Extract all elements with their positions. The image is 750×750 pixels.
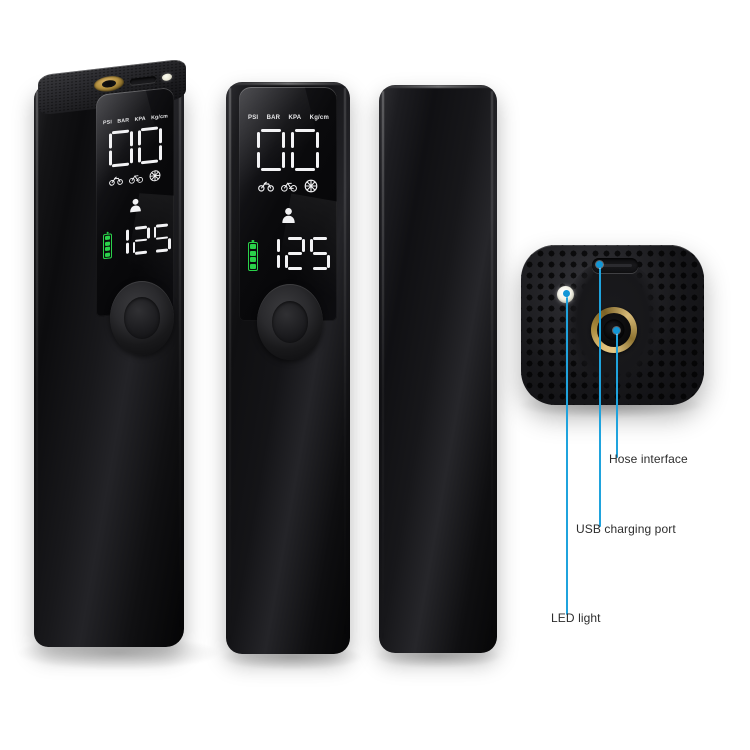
body-highlight-right-front <box>344 88 346 648</box>
unit-label-psi-front: PSI <box>248 115 259 121</box>
leader-line-hose-port <box>616 330 618 458</box>
battery-indicator-front <box>248 242 258 271</box>
seven-segment-digit <box>285 237 305 270</box>
top-edge-highlight-front <box>226 82 350 85</box>
basketball-icon <box>149 169 161 182</box>
unit-label-row-angled: PSI BAR KPA Kg/cm <box>103 113 168 126</box>
leader-dot-hose-port <box>613 327 620 334</box>
unit-label-bar-front: BAR <box>266 115 281 121</box>
seven-segment-digit <box>310 237 330 270</box>
view-angled: PSI BAR KPA Kg/cm <box>34 58 186 647</box>
unit-label-kpa-front: KPA <box>288 115 302 121</box>
unit-label-kpa: KPA <box>134 115 146 123</box>
seven-segment-digit <box>291 129 319 171</box>
callout-led-light: LED light <box>551 611 601 625</box>
body-highlight-right-back <box>491 91 493 647</box>
bicycle-icon <box>129 172 143 184</box>
pressure-reading-front <box>239 129 337 171</box>
motorcycle-icon <box>109 174 123 186</box>
unit-label-kgcm-front: Kg/cm <box>309 115 329 121</box>
body-highlight-left-angled <box>36 91 38 641</box>
unit-label-bar: BAR <box>117 117 130 125</box>
seven-segment-digit <box>137 126 162 165</box>
preset-reading-front <box>257 237 333 270</box>
leader-dot-led-light <box>563 290 570 297</box>
seven-segment-digit <box>260 237 280 270</box>
seven-segment-digit <box>132 225 150 255</box>
pressure-reading-angled <box>96 125 174 169</box>
display-panel-front: PSI BAR KPA Kg/cm <box>239 87 337 321</box>
seven-segment-digit <box>257 129 285 171</box>
view-front: PSI BAR KPA Kg/cm <box>226 82 350 654</box>
view-back <box>379 85 497 653</box>
mode-icon-row-angled <box>96 168 174 188</box>
callout-hose-interface: Hose interface <box>609 452 688 466</box>
preset-reading-angled <box>110 223 172 258</box>
mode-icon-row-front <box>239 179 337 193</box>
seven-segment-digit <box>112 228 129 258</box>
device-body-back <box>379 85 497 653</box>
leader-line-usb-port <box>599 264 601 527</box>
callout-usb-charging-port: USB charging port <box>576 522 676 536</box>
unit-label-kgcm: Kg/cm <box>151 113 168 122</box>
seven-segment-digit <box>153 223 171 253</box>
leader-line-led-light <box>566 293 568 615</box>
view-bottom-face <box>521 245 704 405</box>
motorcycle-icon-front <box>258 180 274 192</box>
power-button-front[interactable] <box>257 284 323 360</box>
basketball-icon-front <box>304 179 318 193</box>
unit-label-psi: PSI <box>103 119 112 127</box>
person-icon <box>129 197 142 218</box>
usb-charging-port-bottom-icon[interactable] <box>592 258 638 273</box>
leader-dot-usb-port <box>596 261 603 268</box>
person-icon-front <box>281 207 296 229</box>
body-highlight-left-back <box>382 91 384 647</box>
seven-segment-digit <box>108 129 133 168</box>
top-edge-highlight-back <box>379 85 497 88</box>
body-highlight-left-front <box>229 88 231 648</box>
unit-label-row-front: PSI BAR KPA Kg/cm <box>248 115 329 121</box>
preset-icon-row-front <box>239 207 337 229</box>
power-button-angled[interactable] <box>110 281 174 355</box>
display-panel-angled: PSI BAR KPA Kg/cm <box>96 86 174 317</box>
body-highlight-right-angled <box>179 91 181 641</box>
preset-icon-row-angled <box>96 194 174 222</box>
bicycle-icon-front <box>281 180 297 192</box>
